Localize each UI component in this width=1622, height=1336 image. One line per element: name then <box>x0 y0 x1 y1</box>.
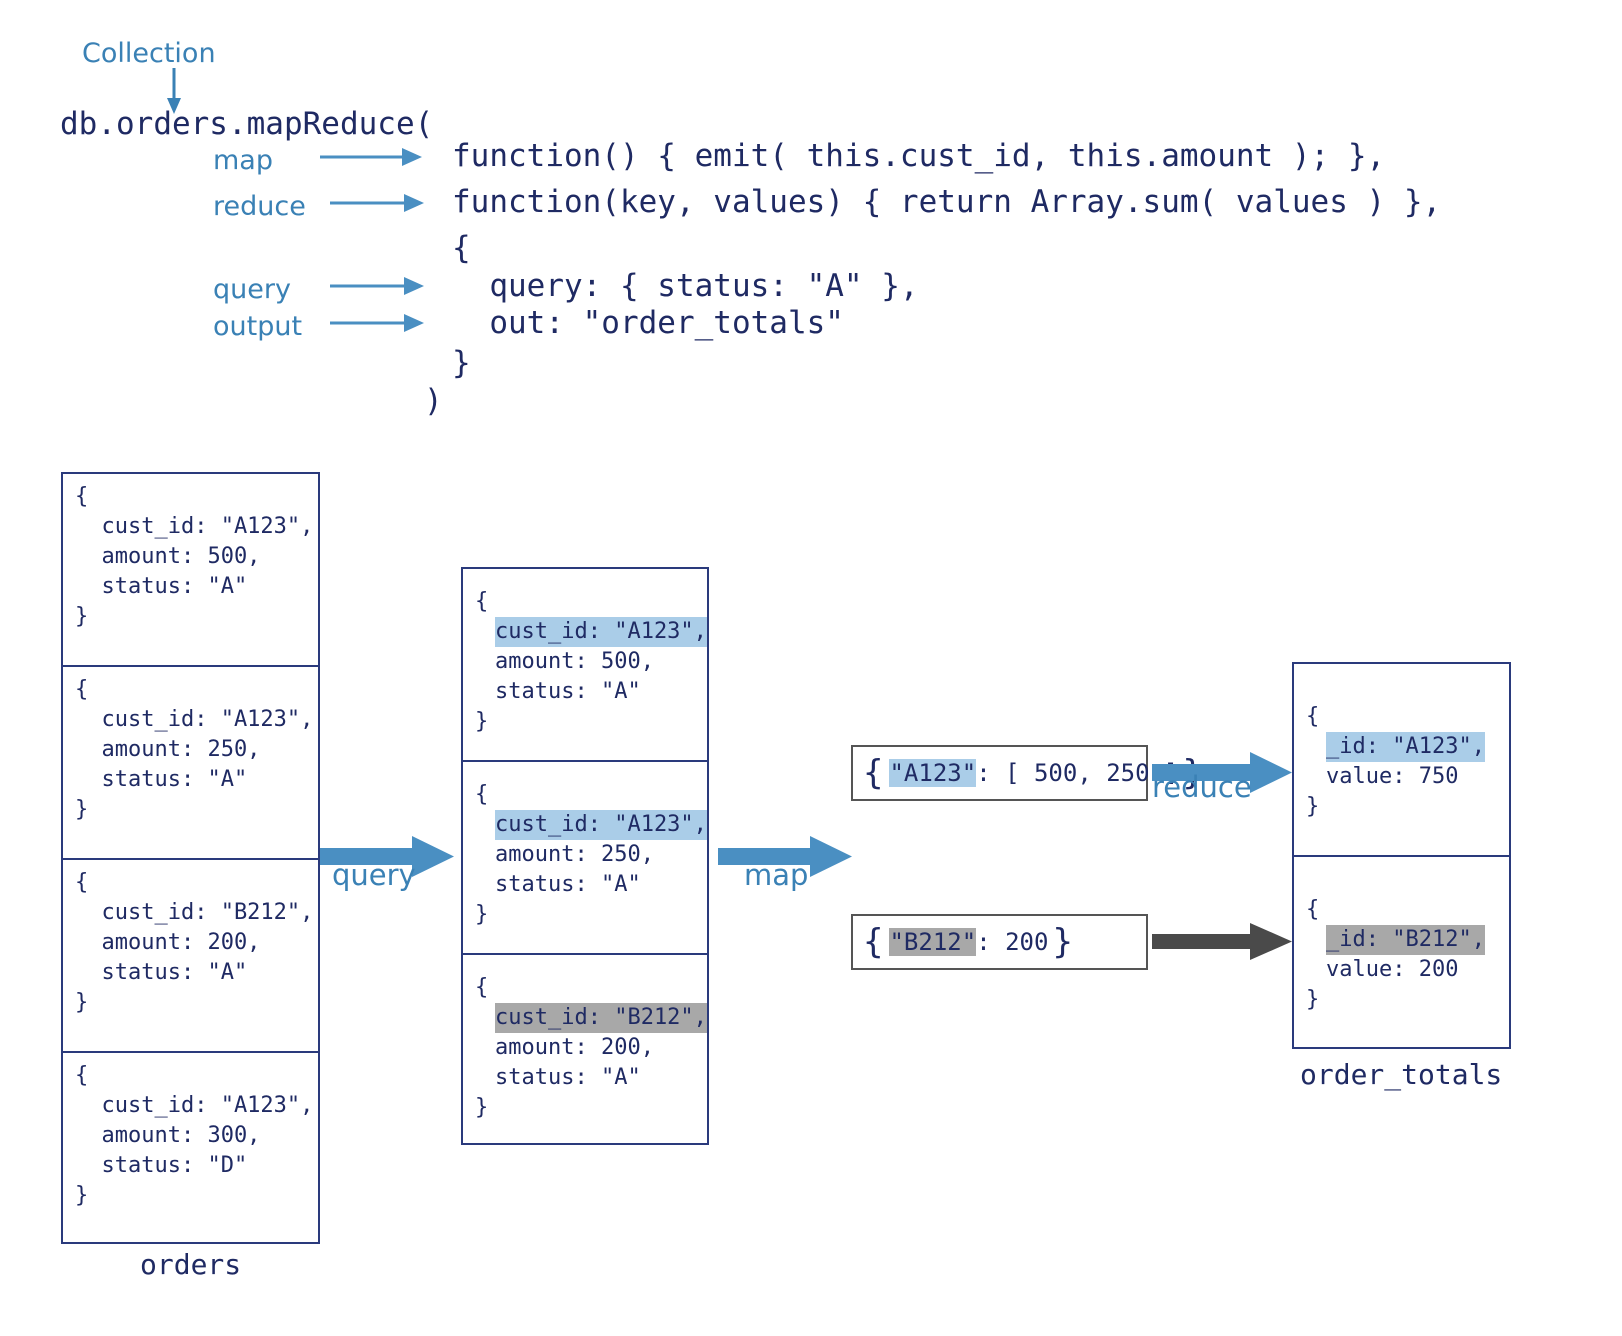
doc-close-brace: } <box>75 604 89 629</box>
doc-field-amount: amount: 200, <box>495 1035 654 1060</box>
orders-document-2: { cust_id: "A123", amount: 250, status: … <box>63 667 318 860</box>
collection-pointer-arrow <box>167 68 181 114</box>
doc-close-brace: } <box>475 709 489 734</box>
map-arrow-icon <box>320 148 422 166</box>
doc-field-id-highlighted: _id: "A123", <box>1326 732 1485 762</box>
query-arrow-icon <box>330 277 424 295</box>
doc-close-brace: } <box>1306 987 1320 1012</box>
query-document-2: { cust_id: "A123", amount: 250, status: … <box>463 762 707 955</box>
doc-open-brace: { <box>75 870 89 895</box>
doc-open-brace: { <box>1306 704 1320 729</box>
doc-open-brace: { <box>75 484 89 509</box>
orders-document-4: { cust_id: "A123", amount: 300, status: … <box>63 1053 318 1246</box>
doc-field-status: status: "A" <box>75 574 248 599</box>
order-totals-panel: { _id: "A123", value: 750 } { _id: "B212… <box>1292 662 1511 1049</box>
doc-field-status: status: "A" <box>75 960 248 985</box>
doc-field-cust-id: cust_id: "B212", <box>75 900 314 925</box>
doc-field-id-highlighted: _id: "B212", <box>1326 925 1485 955</box>
orders-document-3: { cust_id: "B212", amount: 200, status: … <box>63 860 318 1053</box>
emit-key-highlighted: "B212" <box>889 928 977 956</box>
doc-close-brace: } <box>475 1095 489 1120</box>
doc-field-status: status: "A" <box>495 679 641 704</box>
param-label-query: query <box>213 274 291 305</box>
doc-close-brace: } <box>75 990 89 1015</box>
doc-close-brace: } <box>75 1183 89 1208</box>
emit-pair-box-b212: { "B212" : 200 } <box>851 914 1148 970</box>
options-close-brace: } <box>452 345 471 381</box>
doc-field-status: status: "A" <box>495 872 641 897</box>
doc-close-brace: } <box>75 797 89 822</box>
doc-field-status: status: "A" <box>495 1065 641 1090</box>
doc-field-cust-id-highlighted: cust_id: "A123", <box>495 810 707 840</box>
out-option-code: out: "order_totals" <box>452 305 844 341</box>
query-document-3: { cust_id: "B212", amount: 200, status: … <box>463 955 707 1147</box>
orders-panel-caption: orders <box>140 1248 242 1281</box>
emit-close-brace: } <box>1052 922 1073 962</box>
doc-field-status: status: "D" <box>75 1153 248 1178</box>
flow-label-map: map <box>744 858 809 892</box>
doc-open-brace: { <box>75 677 89 702</box>
emit-key-highlighted: "A123" <box>889 759 977 787</box>
doc-field-amount: amount: 200, <box>75 930 261 955</box>
options-open-brace: { <box>452 230 471 266</box>
call-close-paren: ) <box>424 383 443 419</box>
doc-field-status: status: "A" <box>75 767 248 792</box>
emit-values: : 200 <box>976 928 1049 956</box>
doc-field-value: value: 750 <box>1326 764 1459 789</box>
flow-label-query: query <box>332 858 416 892</box>
query-option-code: query: { status: "A" }, <box>452 268 919 304</box>
doc-field-amount: amount: 250, <box>75 737 261 762</box>
query-flow-arrow <box>320 836 454 877</box>
param-label-output: output <box>213 311 303 342</box>
doc-field-cust-id: cust_id: "A123", <box>75 514 314 539</box>
doc-field-cust-id: cust_id: "A123", <box>75 1093 314 1118</box>
output-arrow-icon <box>330 314 424 332</box>
reduce-function-code: function(key, values) { return Array.sum… <box>452 184 1442 220</box>
map-function-code: function() { emit( this.cust_id, this.am… <box>452 138 1386 174</box>
doc-field-value: value: 200 <box>1326 957 1459 982</box>
doc-field-cust-id: cust_id: "A123", <box>75 707 314 732</box>
reduce-flow-arrow <box>1152 752 1292 793</box>
map-flow-arrow <box>718 836 852 877</box>
output-document-2: { _id: "B212", value: 200 } <box>1294 857 1509 1049</box>
passthrough-flow-arrow <box>1152 923 1292 960</box>
doc-open-brace: { <box>75 1063 89 1088</box>
doc-open-brace: { <box>475 589 489 614</box>
doc-close-brace: } <box>475 902 489 927</box>
query-result-panel: { cust_id: "A123", amount: 500, status: … <box>461 567 709 1145</box>
doc-close-brace: } <box>1306 794 1320 819</box>
doc-open-brace: { <box>475 782 489 807</box>
flow-label-reduce: reduce <box>1152 770 1252 804</box>
doc-open-brace: { <box>1306 897 1320 922</box>
doc-open-brace: { <box>475 975 489 1000</box>
doc-field-amount: amount: 500, <box>75 544 261 569</box>
query-document-1: { cust_id: "A123", amount: 500, status: … <box>463 569 707 762</box>
doc-field-cust-id-highlighted: cust_id: "A123", <box>495 617 707 647</box>
output-document-1: { _id: "A123", value: 750 } <box>1294 664 1509 857</box>
collection-annotation-label: Collection <box>82 38 216 69</box>
doc-field-amount: amount: 300, <box>75 1123 261 1148</box>
emit-values: : [ 500, 250 ] <box>976 759 1179 787</box>
doc-field-amount: amount: 250, <box>495 842 654 867</box>
doc-field-cust-id-highlighted: cust_id: "B212", <box>495 1003 707 1033</box>
order-totals-panel-caption: order_totals <box>1300 1058 1503 1091</box>
param-label-reduce: reduce <box>213 191 306 222</box>
doc-field-amount: amount: 500, <box>495 649 654 674</box>
param-label-map: map <box>213 145 273 176</box>
emit-open-brace: { <box>863 922 884 962</box>
reduce-arrow-icon <box>330 194 424 212</box>
mapreduce-call-line: db.orders.mapReduce( <box>60 106 434 142</box>
orders-collection-panel: { cust_id: "A123", amount: 500, status: … <box>61 472 320 1244</box>
orders-document-1: { cust_id: "A123", amount: 500, status: … <box>63 474 318 667</box>
emit-pair-box-a123: { "A123" : [ 500, 250 ] } <box>851 745 1203 801</box>
emit-open-brace: { <box>863 753 884 793</box>
